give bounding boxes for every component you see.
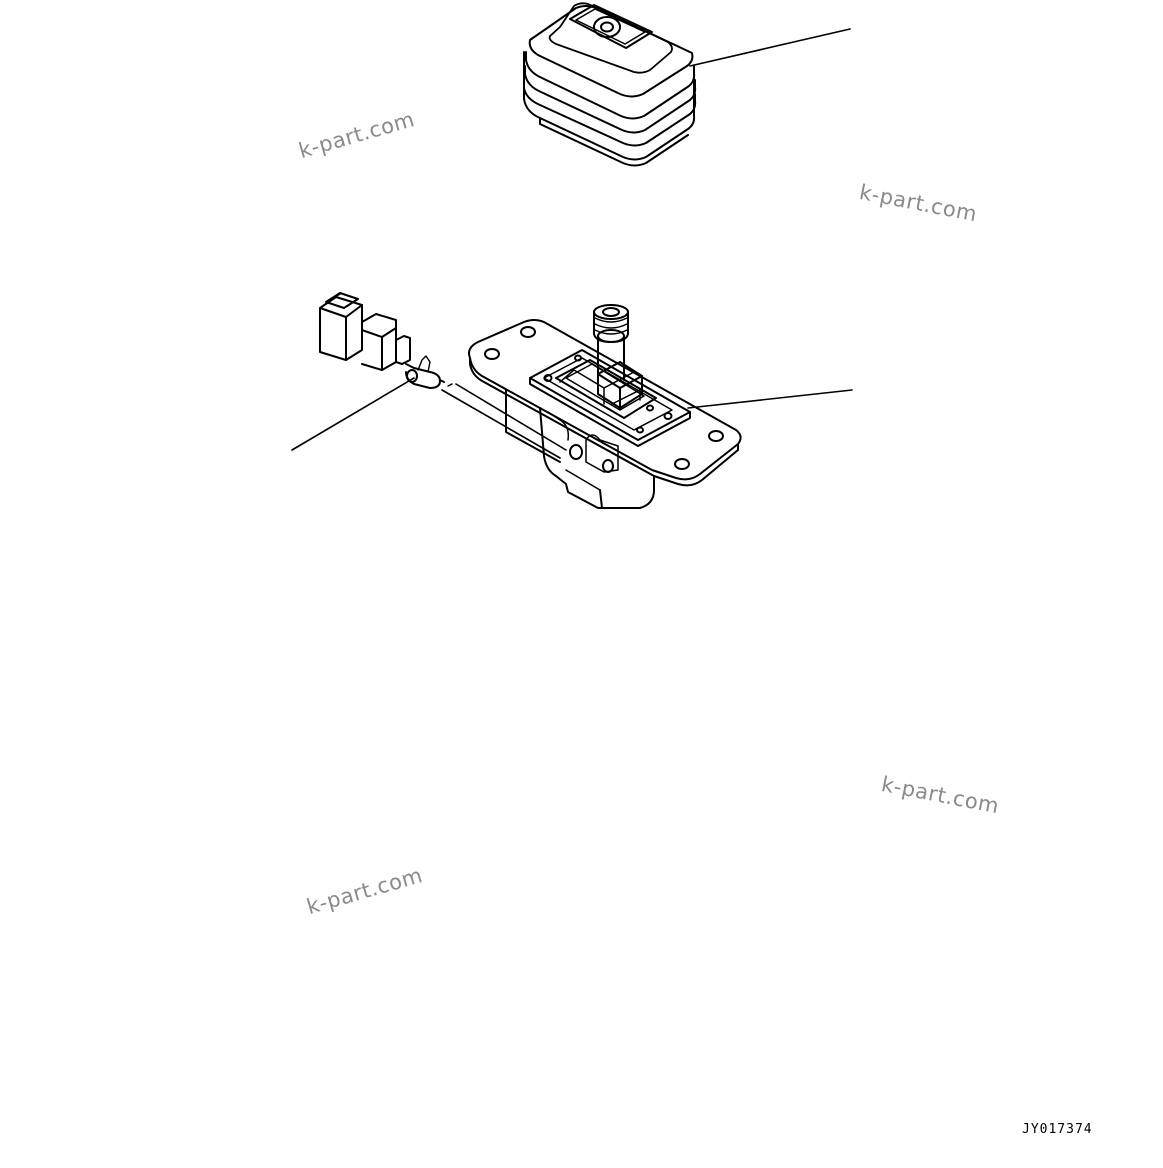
leader-line-lever [687, 389, 853, 409]
electrical-connector [319, 292, 453, 389]
leader-line-connector [291, 377, 415, 451]
figure-code: JY017374 [1022, 1122, 1093, 1137]
lever-switch-assembly [441, 304, 742, 509]
rubber-boot [523, 2, 697, 167]
leader-line-boot [689, 28, 851, 67]
